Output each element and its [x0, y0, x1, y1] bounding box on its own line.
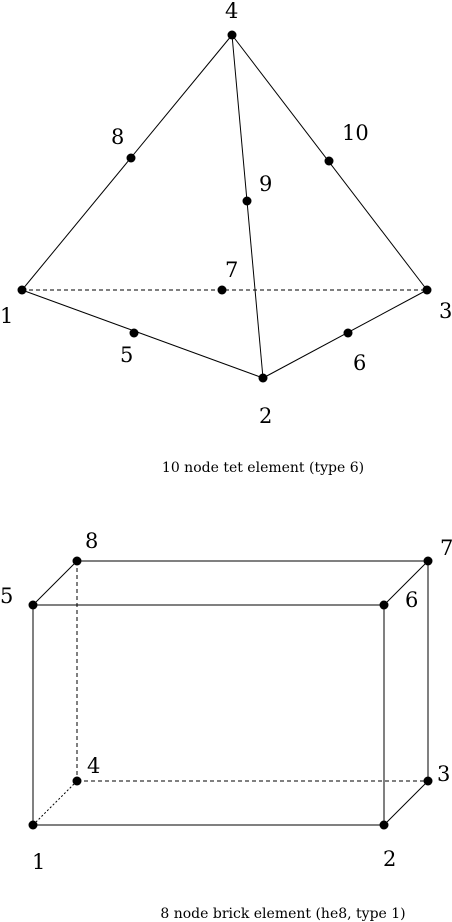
tet-edge-4-1 [21, 34, 233, 291]
tet-node-label-7: 7 [225, 258, 238, 282]
brick-node-7 [423, 556, 433, 566]
tet-node-label-3: 3 [439, 299, 452, 323]
tet-edge-4-2 [231, 34, 264, 379]
brick-edge-3-2 [383, 780, 429, 826]
brick-node-3 [423, 776, 433, 786]
brick-node-label-8: 8 [85, 529, 98, 553]
brick-node-4 [72, 776, 82, 786]
brick-element: 1 2 3 4 5 6 7 8 8 node brick element (he… [0, 529, 452, 922]
brick-node-8 [72, 556, 82, 566]
brick-caption: 8 node brick element (he8, type 1) [160, 906, 405, 922]
brick-node-label-2: 2 [383, 847, 396, 871]
tet-node-label-6: 6 [353, 351, 366, 375]
brick-node-5 [28, 600, 38, 610]
tet-node-label-9: 9 [259, 172, 272, 196]
tet-node-3 [422, 285, 432, 295]
brick-edge-7-6 [383, 560, 429, 606]
tet-node-label-5: 5 [120, 343, 133, 367]
tet-node-2 [258, 373, 268, 383]
tet-caption: 10 node tet element (type 6) [162, 460, 364, 476]
tet-node-label-4: 4 [225, 0, 238, 23]
brick-node-label-6: 6 [405, 588, 418, 612]
tet-node-10 [324, 156, 334, 166]
brick-node-label-3: 3 [437, 762, 450, 786]
brick-node-1 [28, 820, 38, 830]
tet-edge-1-2 [21, 289, 264, 379]
tet-node-label-8: 8 [111, 125, 124, 149]
brick-node-label-7: 7 [440, 536, 452, 560]
brick-node-label-5: 5 [0, 584, 13, 608]
tet-node-1 [17, 285, 27, 295]
tet-node-label-10: 10 [342, 121, 369, 145]
brick-node-label-4: 4 [87, 754, 100, 778]
brick-node-label-1: 1 [32, 850, 45, 874]
tet-node-9 [242, 196, 252, 206]
tet-node-4 [227, 30, 237, 40]
tet-node-5 [129, 328, 139, 338]
brick-node-6 [379, 600, 389, 610]
tet-node-label-1: 1 [0, 304, 13, 328]
brick-edge-5-8 [32, 560, 78, 606]
tet-node-8 [126, 153, 136, 163]
brick-node-2 [379, 820, 389, 830]
brick-edge-1-4-hidden [32, 780, 78, 826]
tet-element: 1 2 3 4 5 6 7 8 9 10 10 node tet element… [0, 0, 452, 476]
tet-node-6 [343, 328, 353, 338]
tet-node-7 [217, 285, 227, 295]
tet-node-label-2: 2 [259, 404, 272, 428]
